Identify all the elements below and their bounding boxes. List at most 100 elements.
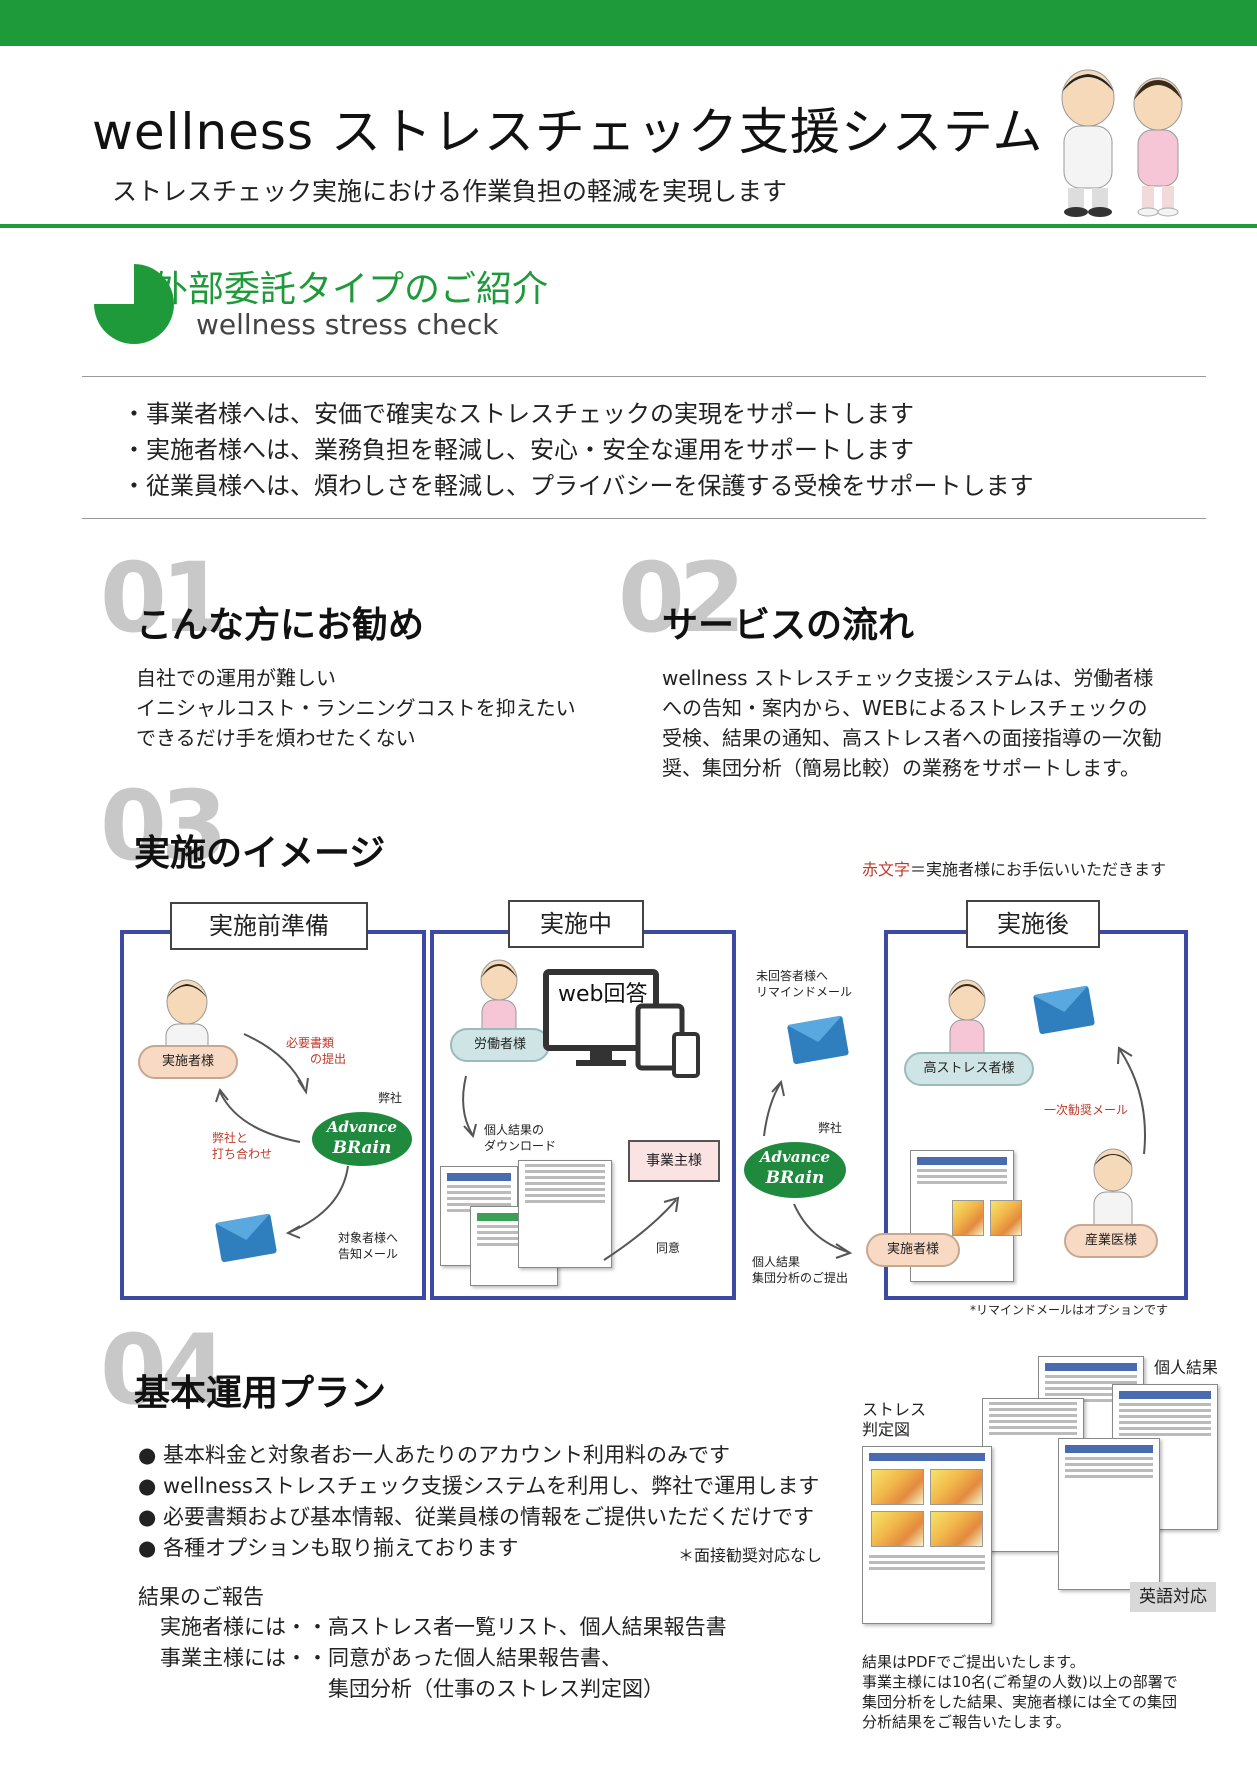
section-02-text: wellness ストレスチェック支援システムは、労働者様 への告知・案内から、… bbox=[662, 663, 1162, 783]
note-download: 個人結果の ダウンロード bbox=[484, 1122, 556, 1154]
note-line: 集団分析のご提出 bbox=[752, 1271, 849, 1285]
plan-bullet: ● 必要書類および基本情報、従業員様の情報をご提供いただくだけです bbox=[138, 1505, 814, 1529]
report-rows: 実施者様には・・高ストレス者一覧リスト、個人結果報告書 事業主様には・・同意があ… bbox=[160, 1612, 727, 1705]
header-divider bbox=[0, 224, 1257, 228]
doctor-mascot bbox=[1061, 69, 1115, 217]
section-number-04: 04 bbox=[100, 1314, 228, 1426]
label-line: ストレス bbox=[862, 1400, 927, 1419]
sample-doc-stress bbox=[862, 1446, 992, 1624]
section-number-03: 03 bbox=[100, 770, 228, 882]
company-label-2: 弊社 bbox=[818, 1121, 843, 1135]
note-line: 対象者様へ bbox=[338, 1231, 399, 1245]
employer-box: 事業主様 bbox=[628, 1140, 720, 1182]
note-remind-mail: 未回答者様へ リマインドメール bbox=[756, 968, 852, 1000]
note-report-submit: 個人結果 集団分析のご提出 bbox=[752, 1254, 848, 1286]
flow-arrows-during bbox=[462, 1075, 680, 1261]
section-01-line: 自社での運用が難しい bbox=[136, 666, 336, 690]
pie-section-icon bbox=[94, 264, 174, 344]
note-notice-mail: 対象者様へ 告知メール bbox=[338, 1230, 398, 1262]
legend-red-text: 赤文字 bbox=[862, 860, 911, 879]
pill-doctor: 産業医様 bbox=[1064, 1224, 1158, 1258]
report-document-c bbox=[518, 1160, 612, 1268]
report-row: 実施者様には・・高ストレス者一覧リスト、個人結果報告書 bbox=[160, 1615, 727, 1639]
pill-high-stress: 高ストレス者様 bbox=[904, 1052, 1034, 1086]
stress-judgement-heatmap bbox=[871, 1469, 983, 1547]
color-legend: 赤文字＝実施者様にお手伝いいただきます bbox=[862, 856, 1166, 880]
advance-brain-logo-center: Advance BRain bbox=[744, 1142, 846, 1198]
flow-arrows-pre bbox=[215, 1033, 349, 1239]
advance-brain-logo: Advance BRain bbox=[312, 1112, 412, 1166]
label-stress-chart: ストレス 判定図 bbox=[862, 1400, 926, 1440]
section-01-line: イニシャルコスト・ランニングコストを抑えたい bbox=[136, 696, 576, 720]
section-02-line: への告知・案内から、WEBによるストレスチェックの bbox=[662, 696, 1148, 720]
top-green-bar bbox=[0, 0, 1257, 46]
phase-label-post: 実施後 bbox=[966, 900, 1100, 948]
section-03-title: 実施のイメージ bbox=[134, 833, 386, 874]
note-line: 個人結果の bbox=[484, 1123, 545, 1137]
section-02-line: 奨、集団分析（簡易比較）の業務をサポートします。 bbox=[662, 756, 1140, 780]
section-01-text: 自社での運用が難しい イニシャルコスト・ランニングコストを抑えたい できるだけ手… bbox=[136, 663, 576, 753]
note-submit-docs: 必要書類 の提出 bbox=[286, 1035, 346, 1067]
legend-text: ＝実施者様にお手伝いいただきます bbox=[910, 860, 1167, 879]
section-02-line: 受検、結果の通知、高ストレス者への面接指導の一次勧 bbox=[662, 726, 1162, 750]
note-line: ダウンロード bbox=[484, 1139, 557, 1153]
footnote-line: 分析結果をご報告いたします。 bbox=[862, 1713, 1071, 1731]
plan-bullet: ● wellnessストレスチェック支援システムを利用し、弊社で運用します bbox=[138, 1474, 820, 1498]
report-row: 事業主様には・・同意があった個人結果報告書、 bbox=[160, 1646, 622, 1670]
logo-text-bottom: BRain bbox=[332, 1138, 392, 1158]
intro-bullet: ・実施者様へは、業務負担を軽減し、安心・安全な運用をサポートします bbox=[122, 436, 914, 464]
pill-worker: 労働者様 bbox=[450, 1028, 550, 1062]
logo-text-top: Advance bbox=[326, 1118, 398, 1136]
section-04-bullets: ● 基本料金と対象者お一人あたりのアカウント利用料のみです ● wellness… bbox=[138, 1440, 819, 1564]
pill-implementer: 実施者様 bbox=[138, 1045, 238, 1079]
english-support-badge: 英語対応 bbox=[1130, 1582, 1216, 1612]
section-number-01: 01 bbox=[100, 542, 228, 654]
flow-arrows-middle bbox=[763, 1079, 853, 1259]
mascot-duo-illustration bbox=[1061, 69, 1183, 217]
logo-text-top: Advance bbox=[759, 1148, 831, 1166]
footnote-line: 結果はPDFでご提出いたします。 bbox=[862, 1653, 1085, 1671]
note-line: 打ち合わせ bbox=[212, 1147, 273, 1161]
section-01-title: こんな方にお勧め bbox=[136, 605, 425, 646]
section-02-line: wellness ストレスチェック支援システムは、労働者様 bbox=[662, 666, 1154, 690]
section-04-title: 基本運用プラン bbox=[134, 1373, 387, 1414]
note-line: 告知メール bbox=[338, 1247, 399, 1261]
note-meeting: 弊社と 打ち合わせ bbox=[212, 1130, 272, 1162]
web-answer-label: web回答 bbox=[558, 982, 648, 1007]
note-line: 個人結果 bbox=[752, 1255, 801, 1269]
devices-icon bbox=[543, 969, 700, 1078]
note-line: 弊社と bbox=[212, 1131, 249, 1145]
label-line: 判定図 bbox=[862, 1420, 911, 1439]
note-line: 未回答者様へ bbox=[756, 969, 829, 983]
intro-bullets: ・事業者様へは、安価で確実なストレスチェックの実現をサポートします ・実施者様へ… bbox=[122, 396, 1034, 504]
section-01-line: できるだけ手を煩わせたくない bbox=[136, 726, 416, 750]
remind-option-note: *リマインドメールはオプションです bbox=[970, 1303, 1169, 1317]
intro-bullet: ・従業員様へは、煩わしさを軽減し、プライバシーを保護する受検をサポートします bbox=[122, 472, 1034, 500]
nurse-mascot bbox=[1133, 77, 1183, 217]
report-title: 結果のご報告 bbox=[138, 1585, 264, 1609]
intro-top-rule bbox=[82, 376, 1206, 377]
phase-label-pre: 実施前準備 bbox=[170, 902, 368, 950]
plan-bullet: ● 各種オプションも取り揃えております bbox=[138, 1536, 519, 1560]
note-line: 必要書類 bbox=[286, 1036, 335, 1050]
interview-note: ＊面接勧奨対応なし bbox=[678, 1546, 823, 1565]
consent-label: 同意 bbox=[656, 1241, 681, 1255]
section-02-title: サービスの流れ bbox=[662, 605, 915, 646]
label-personal-result: 個人結果 bbox=[1154, 1358, 1219, 1377]
intro-title: 外部委託タイプのご紹介 bbox=[152, 269, 549, 310]
flow-arrow-post bbox=[1117, 1046, 1146, 1155]
page-subtitle: ストレスチェック実施における作業負担の軽減を実現します bbox=[112, 177, 788, 206]
intro-bullet: ・事業者様へは、安価で確実なストレスチェックの実現をサポートします bbox=[122, 400, 914, 428]
intro-subtitle: wellness stress check bbox=[196, 308, 499, 341]
report-row: 集団分析（仕事のストレス判定図） bbox=[160, 1677, 664, 1701]
pill-implementer-post: 実施者様 bbox=[866, 1233, 960, 1267]
company-label-1: 弊社 bbox=[378, 1091, 403, 1105]
footnote-line: 集団分析をした結果、実施者様には全ての集団 bbox=[862, 1693, 1178, 1711]
page-title: wellness ストレスチェック支援システム bbox=[92, 103, 1044, 161]
intro-bottom-rule bbox=[82, 518, 1206, 519]
stress-heatmap-thumbnail bbox=[952, 1200, 1022, 1236]
sample-doc-chart bbox=[1058, 1438, 1160, 1590]
section-number-02: 02 bbox=[618, 542, 746, 654]
phase-label-during: 実施中 bbox=[508, 900, 644, 948]
plan-bullet: ● 基本料金と対象者お一人あたりのアカウント利用料のみです bbox=[138, 1443, 730, 1467]
